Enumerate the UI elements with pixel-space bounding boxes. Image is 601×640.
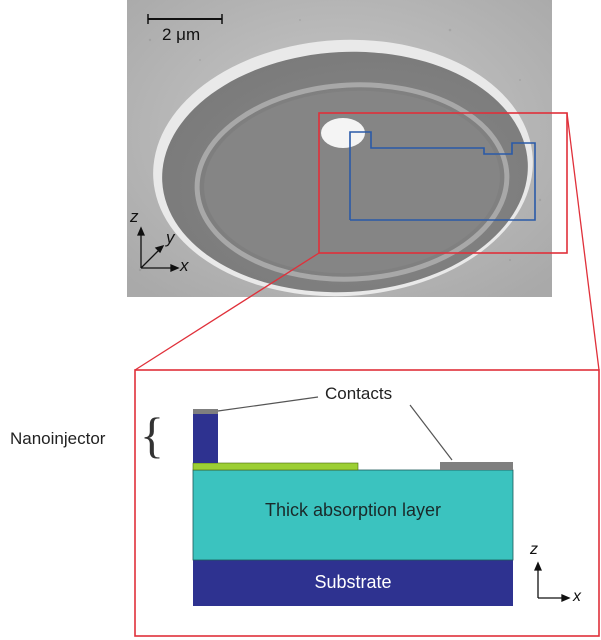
sem-texture <box>138 19 542 272</box>
sem-axis-y: y <box>166 228 175 247</box>
green-layer <box>192 462 359 471</box>
callout-line-left <box>134 252 320 371</box>
contacts-label: Contacts <box>325 384 393 403</box>
sem-axis-z: z <box>130 207 139 226</box>
nanoinjector-label: Nanoinjector <box>10 429 106 448</box>
callout-line-right <box>566 112 600 371</box>
absorption-layer <box>192 469 514 561</box>
contact-right <box>440 462 513 470</box>
nanoinjector-brace: { <box>140 407 164 463</box>
contact-leader-left <box>217 396 319 412</box>
bright-particle <box>321 118 365 148</box>
schematic-axes <box>534 561 571 602</box>
contact-leader-right <box>409 404 453 461</box>
substrate-layer <box>193 560 513 606</box>
scale-label: 2 μm <box>162 25 201 44</box>
device-outline <box>349 131 536 221</box>
absorption-label: Thick absorption layer <box>264 500 442 520</box>
schematic-axis-x: x <box>573 588 581 605</box>
sem-axis-x: x <box>180 256 189 275</box>
sem-axes <box>137 226 180 272</box>
substrate-label: Substrate <box>314 572 392 592</box>
schematic-axis-z: z <box>530 541 538 558</box>
nanoinjector-pillar <box>193 414 218 463</box>
inner-ring <box>194 82 510 282</box>
zoom-box <box>318 112 568 254</box>
contact-top <box>193 409 218 414</box>
